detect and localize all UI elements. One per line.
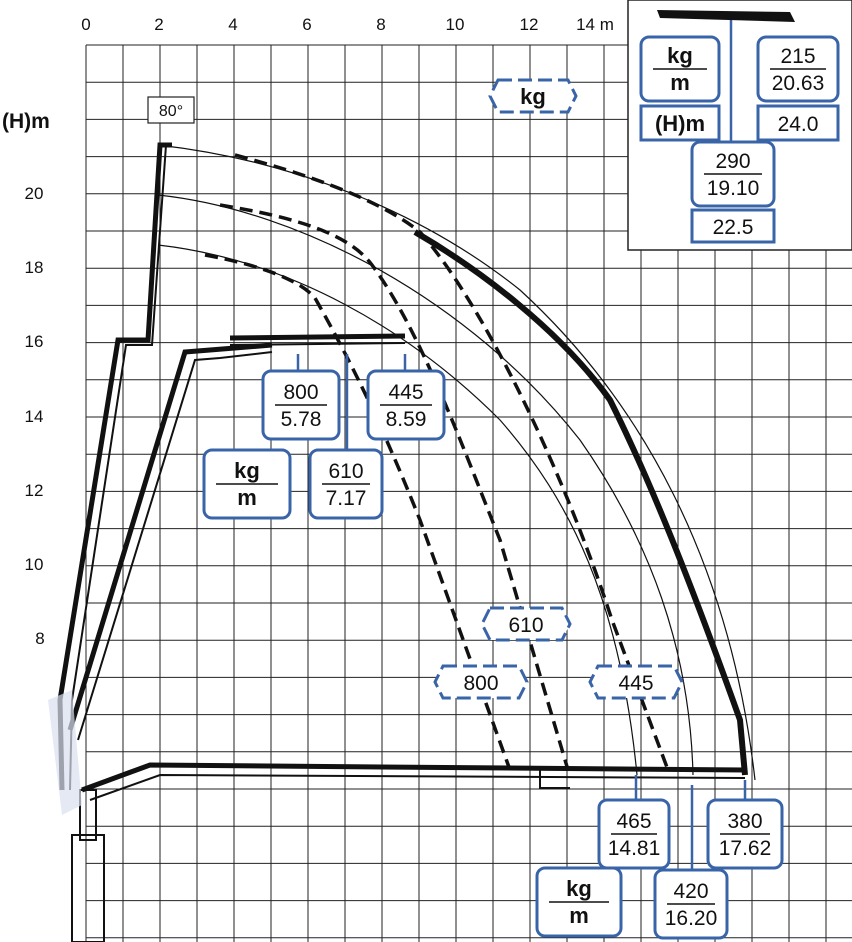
load-curves (204, 153, 670, 771)
load-465-top: 465 (616, 810, 651, 833)
inset-boom-icon (657, 10, 795, 22)
load-445: 445 8.59 (366, 369, 446, 441)
arc-middle (157, 194, 694, 776)
boom-inclined (67, 342, 273, 731)
unit-kg-hex-text: kg (520, 84, 546, 109)
unit-kg-m-left: kgm (202, 448, 292, 520)
load-420-top: 420 (673, 880, 708, 903)
angle-box (147, 96, 195, 124)
load-465: 465 14.81 (597, 798, 671, 870)
angle-label: 80° (159, 103, 183, 120)
curve-label-445: 445 (588, 664, 684, 700)
load-380-top: 380 (727, 810, 762, 833)
curve-label-610: 610 (480, 606, 572, 642)
load-380-bottom: 17.62 (719, 837, 772, 860)
load-800-top: 800 (283, 381, 318, 404)
curve-label-445-text: 445 (618, 672, 653, 695)
leader-lines (296, 20, 747, 870)
inset-h-22-5-text: 22.5 (713, 216, 754, 239)
load-800-bottom: 5.78 (281, 408, 322, 431)
inset-unit-kg-m: kgm (639, 35, 721, 103)
x-tick-8: 8 (376, 15, 385, 34)
y-axis-title: (H)m (2, 110, 50, 133)
inset-load-215: 215 20.63 (756, 35, 840, 103)
inset-h-22-5: 22.5 (690, 208, 776, 244)
inset-h-24: 24.0 (756, 104, 840, 142)
load-380: 380 17.62 (706, 798, 784, 870)
x-tick-10: 10 (446, 15, 465, 34)
x-tick-12: 12 (520, 15, 539, 34)
y-tick-18: 18 (25, 258, 44, 277)
curve-label-800: 800 (433, 664, 529, 700)
y-tick-8: 8 (35, 629, 44, 648)
crane-base (71, 834, 105, 942)
inset-load-290: 290 19.10 (690, 140, 776, 208)
curve-800-top (204, 253, 512, 771)
crane-column (79, 789, 97, 841)
curve-445-top (234, 153, 670, 771)
load-445-top: 445 (388, 381, 423, 404)
inset-unit-kg-m-top: kg (667, 43, 693, 68)
boom-tip (539, 770, 570, 789)
y-tick-12: 12 (25, 481, 44, 500)
curve-610-top (219, 203, 570, 771)
inset-load-290-bottom: 19.10 (707, 177, 760, 200)
inset-h-24-text: 24.0 (778, 113, 819, 136)
boom-horizontal (81, 762, 746, 793)
load-420-bottom: 16.20 (665, 907, 718, 930)
unit-kg-m-bottom-top: kg (566, 876, 592, 901)
unit-kg-hex: kg (488, 78, 578, 114)
inset-unit-h: (H)m (639, 104, 721, 142)
load-465-bottom: 14.81 (608, 837, 661, 860)
load-610-top: 610 (328, 460, 363, 483)
load-445-bottom: 8.59 (386, 408, 427, 431)
y-tick-20: 20 (25, 184, 44, 203)
unit-kg-m-left-top: kg (234, 458, 260, 483)
inset-unit-kg-m-bottom: m (670, 70, 690, 95)
x-tick-14: 14 m (576, 15, 614, 34)
y-tick-16: 16 (25, 332, 44, 351)
unit-kg-m-bottom-bottom: m (569, 903, 589, 928)
arc-outer (157, 144, 756, 781)
arc-inner (157, 244, 638, 776)
curve-label-800-text: 800 (463, 672, 498, 695)
unit-kg-m-bottom: kgm (535, 866, 623, 938)
load-420: 420 16.20 (653, 868, 729, 940)
curve-label-610-text: 610 (508, 614, 543, 637)
unit-kg-m-left-bottom: m (237, 485, 257, 510)
max-envelope (413, 229, 748, 776)
load-800: 800 5.78 (261, 369, 341, 441)
x-tick-0: 0 (81, 15, 90, 34)
pivot-shading (48, 690, 82, 815)
inset-load-290-top: 290 (715, 150, 750, 173)
boom-vertical (57, 142, 172, 791)
load-610-bottom: 7.17 (326, 487, 367, 510)
inset-unit-h-text: (H)m (655, 111, 705, 136)
x-tick-6: 6 (302, 15, 311, 34)
inset-load-215-bottom: 20.63 (772, 72, 825, 95)
inset-load-215-top: 215 (780, 45, 815, 68)
y-tick-14: 14 (25, 407, 44, 426)
reach-arcs (157, 144, 756, 781)
x-tick-4: 4 (228, 15, 237, 34)
boom-extension-16m (229, 333, 406, 341)
x-tick-2: 2 (154, 15, 163, 34)
y-tick-10: 10 (25, 555, 44, 574)
load-610: 610 7.17 (308, 448, 384, 520)
